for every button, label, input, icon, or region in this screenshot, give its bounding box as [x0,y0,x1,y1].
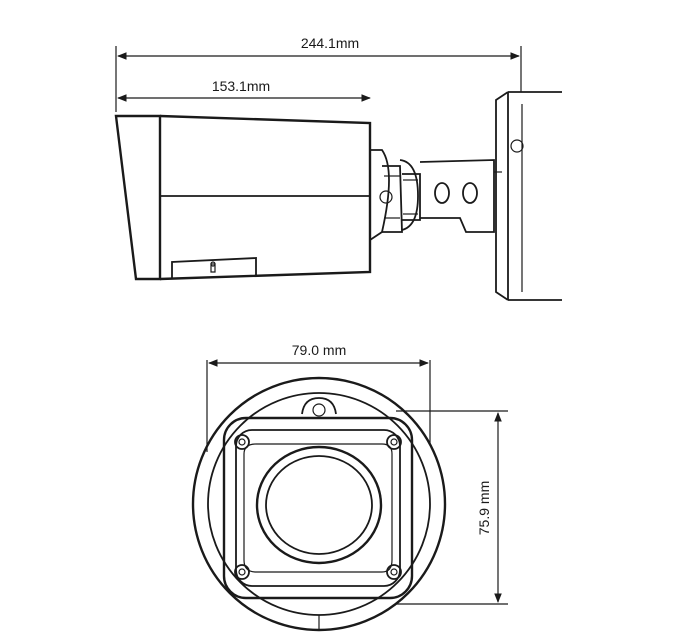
height-dimension: 75.9 mm [396,410,508,605]
body-length-label: 153.1mm [212,78,270,94]
camera-housing [114,114,372,281]
mount-neck [369,149,421,241]
width-dimension: 79.0 mm [206,342,431,452]
body-length-dimension: 153.1mm [117,78,371,102]
wall-plate [495,91,562,301]
width-label: 79.0 mm [292,342,346,358]
side-view: 244.1mm 153.1mm [114,35,562,301]
height-label: 75.9 mm [476,481,492,535]
overall-length-dimension: 244.1mm [115,35,522,112]
front-housing [191,376,447,632]
mount-arm [419,159,502,233]
front-view: 79.0 mm 75.9 mm [191,342,508,632]
overall-length-label: 244.1mm [301,35,359,51]
